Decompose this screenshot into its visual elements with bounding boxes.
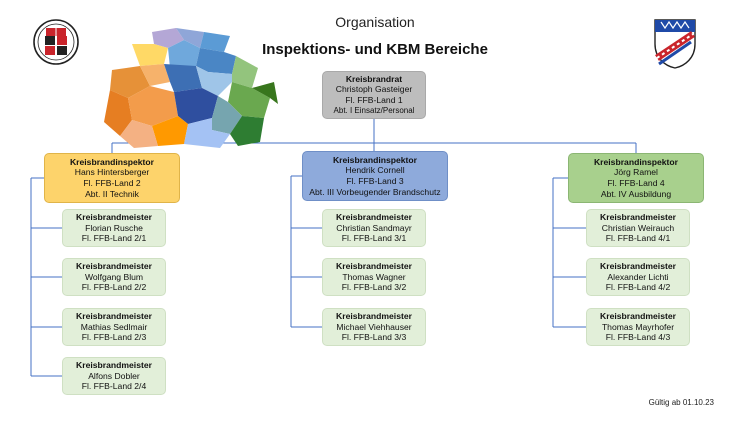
node-name: Jörg Ramel xyxy=(614,167,658,178)
node-name: Wolfgang Blum xyxy=(84,271,144,282)
node-rank: Kreisbrandmeister xyxy=(76,261,152,272)
node-unit: Fl. FFB-Land 4/1 xyxy=(605,233,671,244)
org-node-master: Kreisbrandmeister Wolfgang Blum Fl. FFB-… xyxy=(62,258,166,296)
node-name: Mathias Sedlmair xyxy=(80,321,148,332)
node-rank: Kreisbrandmeister xyxy=(76,311,152,322)
node-dept: Abt. IV Ausbildung xyxy=(600,188,672,199)
org-node-inspector-middle: Kreisbrandinspektor Hendrik Cornell Fl. … xyxy=(302,151,448,201)
node-name: Alexander Lichti xyxy=(607,271,669,282)
node-dept: Abt. III Vorbeugender Brandschutz xyxy=(309,186,441,197)
org-node-master: Kreisbrandmeister Mathias Sedlmair Fl. F… xyxy=(62,308,166,346)
node-name: Christian Weirauch xyxy=(601,222,675,233)
node-unit: Fl. FFB-Land 2/2 xyxy=(81,282,147,293)
node-rank: Kreisbrandmeister xyxy=(600,311,676,322)
node-name: Thomas Mayrhofer xyxy=(601,321,675,332)
page-subtitle: Inspektions- und KBM Bereiche xyxy=(262,41,488,58)
node-unit: Fl. FFB-Land 2 xyxy=(83,178,141,188)
node-name: Florian Rusche xyxy=(85,222,143,233)
org-node-inspector-right: Kreisbrandinspektor Jörg Ramel Fl. FFB-L… xyxy=(568,153,704,203)
org-node-inspector-left: Kreisbrandinspektor Hans Hintersberger F… xyxy=(44,153,180,203)
org-node-master: Kreisbrandmeister Christian Sandmayr Fl.… xyxy=(322,209,426,247)
node-unit: Fl. FFB-Land 3/1 xyxy=(341,233,407,244)
district-map-icon xyxy=(104,28,278,148)
fire-brigade-emblem-icon xyxy=(33,19,79,65)
org-node-master: Kreisbrandmeister Alfons Dobler Fl. FFB-… xyxy=(62,357,166,395)
node-rank: Kreisbrandrat xyxy=(345,73,403,84)
page-title: Organisation xyxy=(335,14,415,30)
org-node-master: Kreisbrandmeister Thomas Wagner Fl. FFB-… xyxy=(322,258,426,296)
district-coat-of-arms-icon xyxy=(654,19,696,69)
node-name: Hans Hintersberger xyxy=(74,167,150,178)
node-unit: Fl. FFB-Land 4/3 xyxy=(605,332,671,343)
org-node-master: Kreisbrandmeister Michael Viehhauser Fl.… xyxy=(322,308,426,346)
node-unit: Fl. FFB-Land 4/2 xyxy=(605,282,671,293)
org-node-master: Kreisbrandmeister Florian Rusche Fl. FFB… xyxy=(62,209,166,247)
node-name: Christian Sandmayr xyxy=(336,222,412,233)
node-rank: Kreisbrandmeister xyxy=(600,261,676,272)
node-unit: Fl. FFB-Land 2/3 xyxy=(81,332,147,343)
org-node-master: Kreisbrandmeister Christian Weirauch Fl.… xyxy=(586,209,690,247)
node-rank: Kreisbrandmeister xyxy=(336,311,412,322)
org-node-kreisbrandrat: Kreisbrandrat Christoph Gasteiger Fl. FF… xyxy=(322,71,426,119)
org-node-master: Kreisbrandmeister Alexander Lichti Fl. F… xyxy=(586,258,690,296)
node-rank: Kreisbrandinspektor xyxy=(593,156,679,167)
node-rank: Kreisbrandmeister xyxy=(76,212,152,223)
node-dept: Abt. I Einsatz/Personal xyxy=(333,105,415,115)
node-unit: Fl. FFB-Land 3 xyxy=(346,176,404,186)
node-name: Christoph Gasteiger xyxy=(335,84,413,95)
node-unit: Fl. FFB-Land 2/1 xyxy=(81,233,147,244)
node-dept: Abt. II Technik xyxy=(85,188,139,199)
node-unit: Fl. FFB-Land 1 xyxy=(345,95,403,105)
node-unit: Fl. FFB-Land 4 xyxy=(607,178,665,188)
node-rank: Kreisbrandmeister xyxy=(600,212,676,223)
node-unit: Fl. FFB-Land 2/4 xyxy=(81,381,147,392)
node-name: Alfons Dobler xyxy=(88,370,140,381)
node-name: Michael Viehhauser xyxy=(336,321,412,332)
node-name: Hendrik Cornell xyxy=(345,165,405,176)
node-rank: Kreisbrandinspektor xyxy=(69,156,155,167)
node-rank: Kreisbrandmeister xyxy=(336,261,412,272)
org-node-master: Kreisbrandmeister Thomas Mayrhofer Fl. F… xyxy=(586,308,690,346)
node-rank: Kreisbrandmeister xyxy=(336,212,412,223)
node-unit: Fl. FFB-Land 3/3 xyxy=(341,332,407,343)
node-rank: Kreisbrandmeister xyxy=(76,360,152,371)
node-unit: Fl. FFB-Land 3/2 xyxy=(341,282,407,293)
node-rank: Kreisbrandinspektor xyxy=(332,154,418,165)
node-name: Thomas Wagner xyxy=(342,271,406,282)
validity-date: Gültig ab 01.10.23 xyxy=(648,398,714,407)
